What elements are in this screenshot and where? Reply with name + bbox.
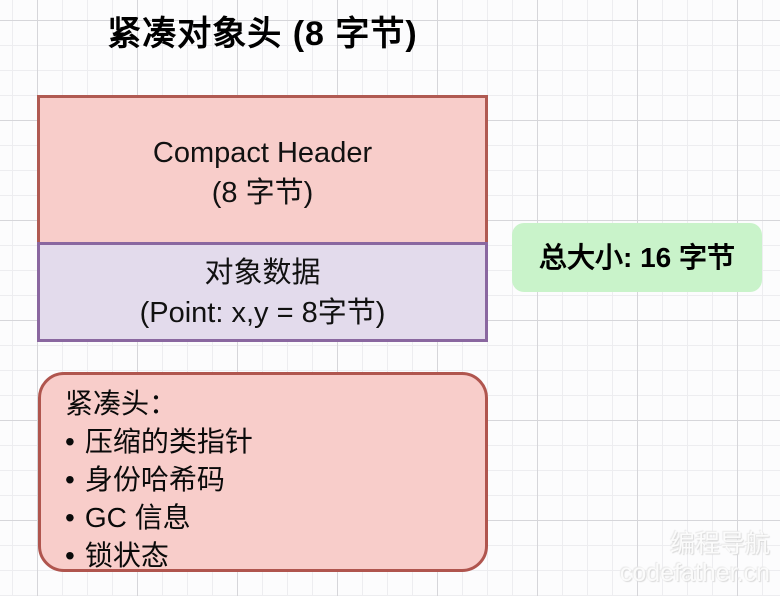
- compact-header-cell: Compact Header (8 字节): [37, 95, 488, 245]
- object-data-size: (Point: x,y = 8字节): [139, 297, 386, 329]
- list-item: • 锁状态: [65, 537, 471, 575]
- watermark: 编程导航 codefather.cn: [620, 530, 770, 588]
- compact-header-label: Compact Header: [152, 137, 373, 169]
- bullet-icon: •: [65, 502, 75, 533]
- list-item: • 压缩的类指针: [65, 423, 471, 461]
- list-item: • 身份哈希码: [65, 461, 471, 499]
- compact-header-details-box: 紧凑头： • 压缩的类指针 • 身份哈希码 • GC 信息 • 锁状态: [38, 372, 488, 572]
- list-item: • GC 信息: [65, 499, 471, 537]
- bullet-icon: •: [65, 540, 75, 571]
- watermark-brand: 编程导航: [669, 530, 770, 558]
- total-size-badge: 总大小: 16 字节: [512, 223, 762, 292]
- list-item-label: 身份哈希码: [84, 464, 225, 495]
- object-memory-box: Compact Header (8 字节) 对象数据 (Point: x,y =…: [37, 95, 488, 342]
- compact-header-size: (8 字节): [211, 177, 314, 209]
- bullet-icon: •: [65, 464, 75, 495]
- details-heading: 紧凑头：: [65, 388, 178, 419]
- object-data-label: 对象数据: [204, 257, 321, 289]
- bullet-icon: •: [65, 426, 75, 457]
- watermark-url: codefather.cn: [619, 559, 770, 587]
- object-data-cell: 对象数据 (Point: x,y = 8字节): [37, 242, 488, 342]
- list-item-label: 锁状态: [84, 540, 169, 571]
- list-item-label: 压缩的类指针: [84, 426, 253, 457]
- diagram-title: 紧凑对象头 (8 字节): [107, 15, 418, 53]
- list-item-label: GC 信息: [84, 502, 191, 533]
